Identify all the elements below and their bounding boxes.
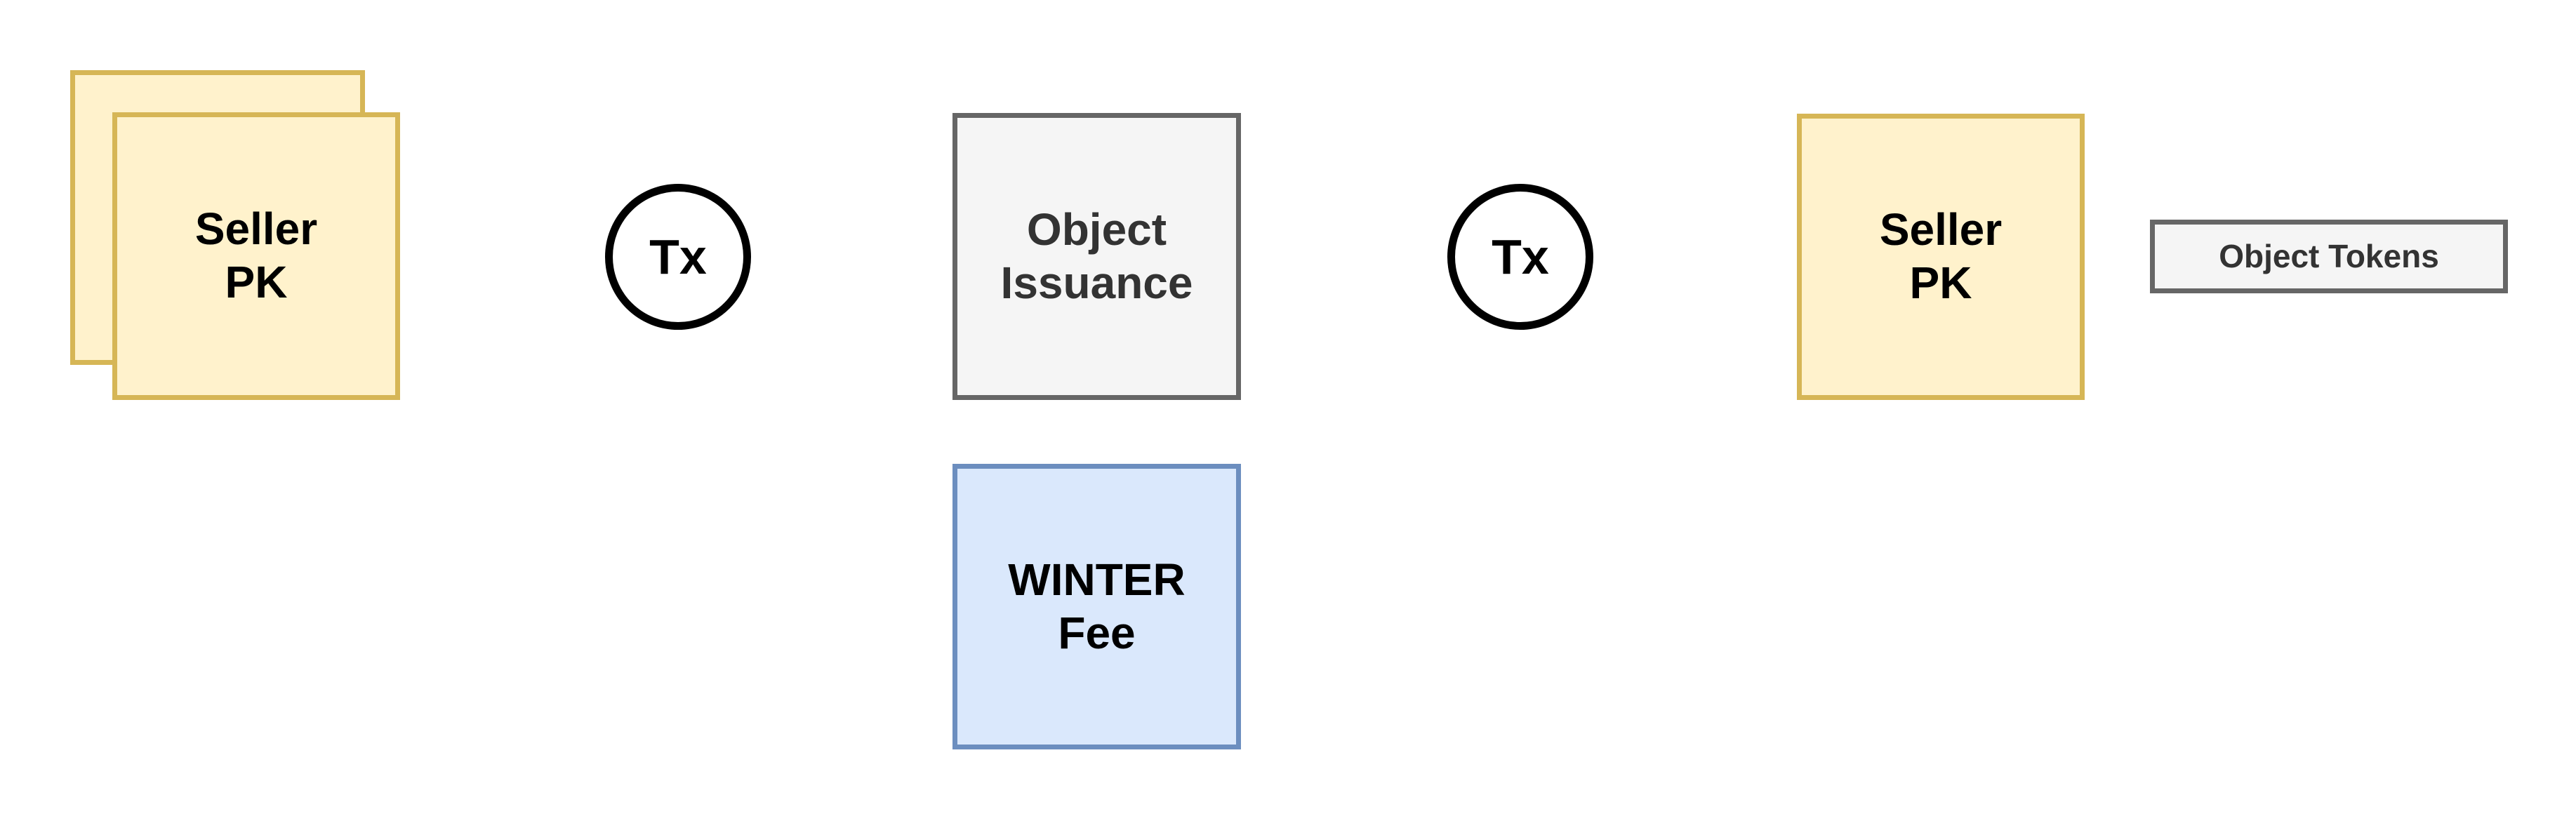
tx-circle-1-label: Tx	[649, 229, 707, 284]
seller-pk-input-stack: Seller PK	[70, 70, 400, 400]
tx-circle-2-label: Tx	[1492, 229, 1549, 284]
winter-fee-box[interactable]: WINTER Fee	[952, 464, 1241, 749]
object-tokens-label: Object Tokens	[2219, 238, 2439, 275]
seller-pk-input-card-front[interactable]: Seller PK	[112, 112, 400, 400]
seller-pk-input-label: Seller PK	[194, 203, 318, 307]
seller-pk-output-label: Seller PK	[1879, 204, 2003, 308]
seller-pk-output-box[interactable]: Seller PK	[1797, 114, 2085, 400]
winter-fee-label: WINTER Fee	[1008, 554, 1186, 658]
tx-circle-2[interactable]: Tx	[1447, 184, 1593, 330]
tx-circle-1[interactable]: Tx	[605, 184, 751, 330]
object-issuance-label: Object Issuance	[1000, 203, 1193, 308]
object-tokens-box[interactable]: Object Tokens	[2150, 220, 2508, 293]
object-issuance-box[interactable]: Object Issuance	[952, 113, 1241, 400]
